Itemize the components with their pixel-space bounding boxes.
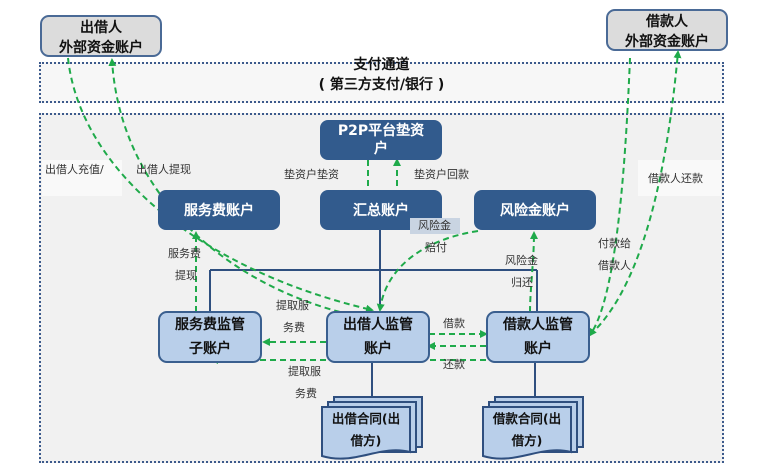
label-service-fee-2: 提现 (175, 269, 197, 282)
borrower-external-line2: 外部资金账户 (625, 34, 709, 50)
borrower-contract-line2: 借方) (511, 433, 543, 448)
label-take-fee-a-1: 提取服 (276, 299, 309, 312)
lender-contract-line2: 借方) (350, 433, 382, 448)
p2p-advance-line2: 户 (374, 141, 388, 157)
lender-external-account: 出借人 外部资金账户 (40, 15, 162, 57)
service-fee-sub-line2: 子账户 (189, 341, 231, 357)
service-fee-sub-line1: 服务费监管 (175, 317, 245, 333)
lender-supervise-account: 出借人监管 账户 (326, 311, 430, 363)
borrower-supervise-line2: 账户 (524, 341, 552, 357)
label-advance-return: 垫资户回款 (414, 168, 469, 181)
summary-account-label: 汇总账户 (353, 203, 409, 219)
label-risk-comp-2: 赔付 (425, 241, 447, 254)
payment-channel: 支付通道 ( 第三方支付/银行 ) (39, 57, 724, 103)
arrow-risk-compensation (376, 230, 479, 312)
lender-external-line2: 外部资金账户 (59, 40, 143, 56)
label-repay: 还款 (443, 358, 465, 371)
label-borrower-repay: 借款人还款 (648, 172, 703, 185)
label-risk-return-1: 风险金 (505, 254, 538, 267)
borrower-external-line1: 借款人 (646, 14, 688, 30)
label-loan: 借款 (443, 317, 465, 330)
lender-external-line1: 出借人 (80, 20, 122, 36)
service-fee-account-label: 服务费账户 (184, 203, 254, 219)
label-take-fee-b-1: 提取服 (288, 365, 321, 378)
label-service-fee-1: 服务费 (168, 247, 201, 260)
service-fee-account: 服务费账户 (158, 190, 280, 230)
lender-contract: 出借合同(出 借方) (322, 408, 410, 452)
borrower-supervise-line1: 借款人监管 (503, 317, 573, 333)
lender-supervise-line1: 出借人监管 (343, 317, 413, 333)
payment-channel-title: 支付通道 (353, 57, 410, 73)
risk-label-bg (410, 218, 460, 234)
arrow-borrower-repay (589, 50, 682, 336)
lender-supervise-line2: 账户 (364, 341, 392, 357)
label-take-fee-a-2: 务费 (283, 321, 305, 334)
borrower-supervise-account: 借款人监管 账户 (486, 311, 590, 363)
label-risk-return-2: 归还 (511, 276, 533, 289)
recharge-label-bg (42, 160, 122, 196)
label-advance-pay: 垫资户垫资 (284, 168, 339, 181)
borrower-external-account: 借款人 外部资金账户 (606, 9, 728, 51)
p2p-advance-account: P2P平台垫资 户 (320, 120, 442, 160)
label-pay-borrower-2: 借款人 (598, 259, 631, 272)
borrower-contract: 借款合同(出 借方) (483, 408, 571, 452)
risk-fund-account-label: 风险金账户 (500, 203, 570, 219)
label-risk-comp-1: 风险金 (418, 219, 451, 232)
label-lender-withdraw: 出借人提现 (136, 163, 191, 176)
lender-contract-shape (321, 396, 423, 460)
label-pay-borrower-1: 付款给 (598, 237, 631, 250)
borrower-contract-line1: 借款合同(出 (492, 411, 562, 426)
repay-label-bg (638, 160, 721, 196)
arrow-risk-return (529, 231, 538, 313)
arrow-pay-borrower (588, 57, 631, 337)
service-fee-sub-account: 服务费监管 子账户 (158, 311, 262, 363)
risk-fund-account: 风险金账户 (474, 190, 596, 230)
p2p-advance-line1: P2P平台垫资 (337, 123, 425, 139)
payment-channel-subtitle: ( 第三方支付/银行 ) (318, 77, 445, 93)
label-lender-recharge: 出借人充值/ (45, 163, 104, 176)
label-take-fee-b-2: 务费 (295, 387, 317, 400)
borrower-contract-shape (482, 396, 584, 460)
lender-contract-line1: 出借合同(出 (331, 411, 401, 426)
